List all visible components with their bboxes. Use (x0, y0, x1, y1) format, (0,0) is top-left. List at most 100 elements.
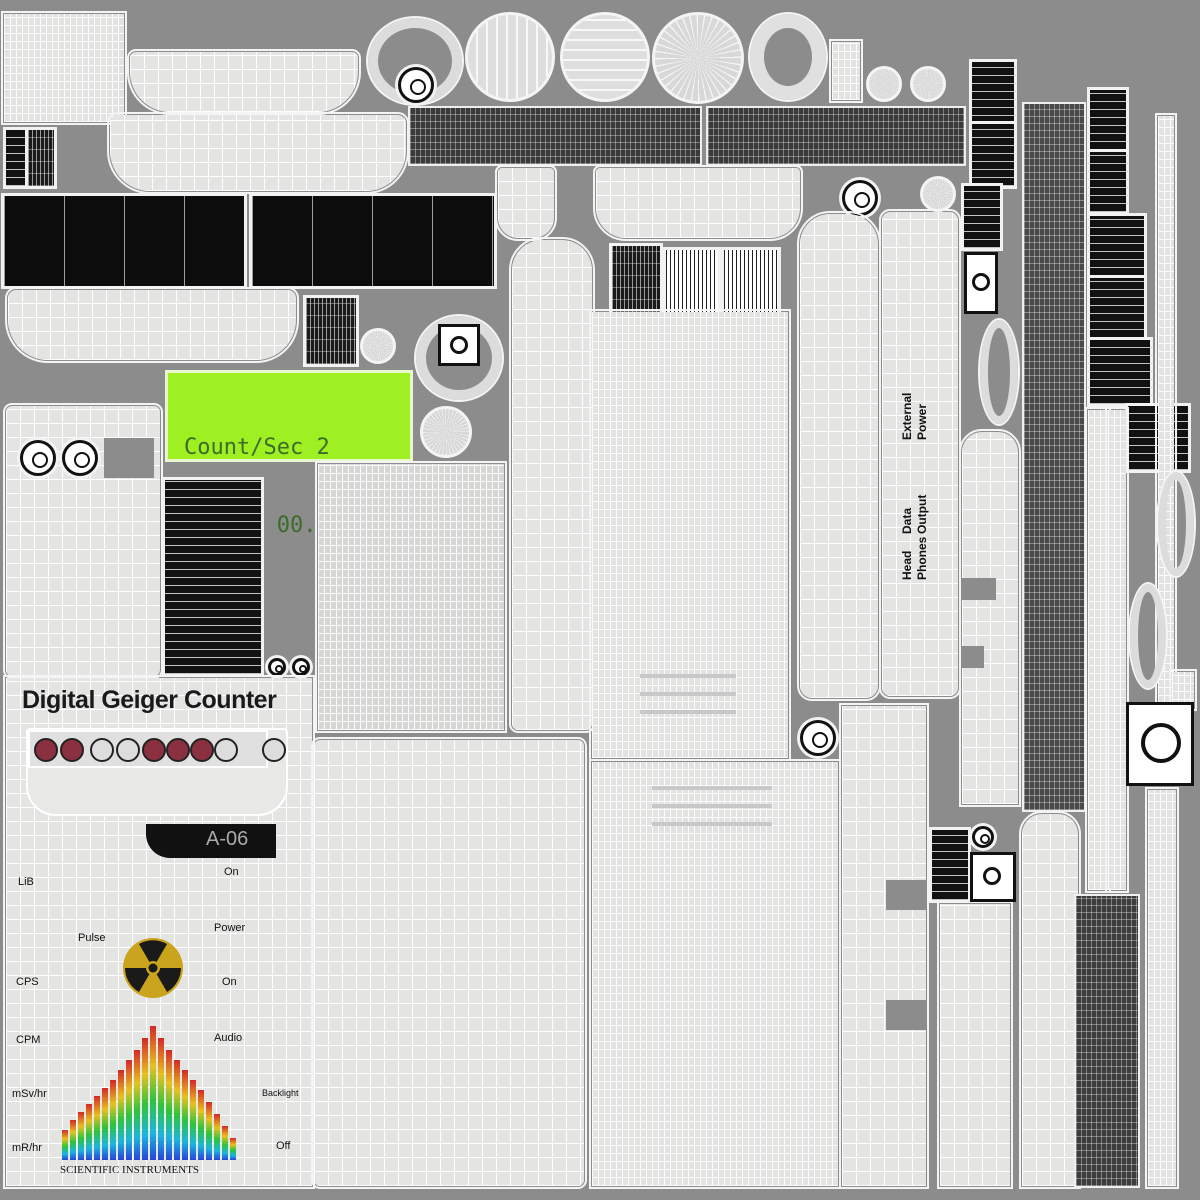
uv-dark-cell-10 (929, 827, 971, 903)
uv-socket-3 (970, 852, 1016, 902)
uv-sphere-1 (465, 12, 555, 102)
panel-footer: SCIENTIFIC INSTRUMENTS (60, 1164, 200, 1176)
uv-disc-2 (866, 66, 902, 102)
hex-nut-icon-5 (268, 658, 286, 676)
uv-slot-lines (640, 672, 736, 728)
uv-disc-6 (920, 176, 956, 212)
uv-grid-center (315, 461, 507, 733)
uv-oval-3 (1128, 582, 1168, 690)
hex-nut-icon-2 (842, 180, 878, 216)
hex-nut-icon (398, 67, 434, 103)
uv-disc-3 (910, 66, 946, 102)
radiation-hazard-icon (118, 936, 188, 1000)
hex-nut-icon-3 (20, 440, 56, 476)
uv-bracket-mid (414, 314, 504, 402)
label-phones: Phones (915, 536, 929, 580)
label-audio: Audio (214, 1032, 243, 1044)
model-label: A-06 (206, 828, 249, 850)
uv-button-2 (663, 247, 721, 315)
uv-side-shell (797, 211, 881, 701)
label-mr: mR/hr (12, 1142, 42, 1154)
uv-connector-panel (879, 209, 961, 699)
uv-slot-lines-2 (652, 784, 772, 840)
label-pulse: Pulse (78, 932, 106, 944)
uv-ring-1 (748, 12, 828, 102)
uv-notch-3 (962, 578, 996, 600)
uv-tall-shell (509, 237, 595, 733)
panel-title: Digital Geiger Counter (22, 686, 277, 714)
uv-strip-small (829, 39, 863, 103)
hex-nut-icon-6 (292, 658, 310, 676)
uv-cutout (104, 438, 154, 478)
label-cps: CPS (16, 976, 39, 988)
label-backlight: Backlight (262, 1088, 299, 1098)
uv-thin-strip-2 (1105, 407, 1129, 893)
uv-strip-right-2 (937, 901, 1013, 1189)
uv-disc-4 (360, 328, 396, 364)
uv-hex-socket-large (1126, 702, 1194, 786)
label-output: Output (915, 494, 929, 534)
uv-oval-2 (1156, 470, 1196, 578)
uv-dark-cell-8 (1087, 337, 1153, 407)
label-msv: mSv/hr (12, 1088, 47, 1100)
uv-shell-top (127, 49, 361, 115)
uv-dark-square (303, 295, 359, 367)
uv-dark-cell-2 (969, 121, 1017, 189)
label-headphones: Head Phones (900, 537, 930, 580)
uv-shell-mid (5, 287, 299, 363)
uv-disc-5 (420, 406, 472, 458)
label-on-1: On (224, 866, 239, 878)
uv-black-panel-1 (1, 193, 247, 289)
uv-lower-panel (589, 759, 841, 1189)
uv-strip-right-1 (959, 429, 1021, 807)
uv-notch-1 (886, 880, 926, 910)
label-lib: LiB (18, 876, 34, 888)
label-external: External (900, 392, 914, 440)
label-cpm: CPM (16, 1034, 41, 1046)
lcd-display: Count/Sec 2 mR/hr 00.125 (165, 370, 413, 538)
uv-dark-cell-3 (961, 183, 1003, 251)
uv-grid-top-left (1, 11, 127, 125)
uv-dark-cell-4 (1087, 87, 1129, 153)
uv-big-panel (311, 737, 587, 1189)
uv-thin-strip-4 (1145, 787, 1179, 1189)
uv-notch-2 (886, 1000, 926, 1030)
uv-strip-right-3 (1019, 811, 1081, 1189)
uv-small-dark-block (3, 127, 31, 189)
uv-side-shell-2 (839, 703, 929, 1189)
label-power-side: Power (915, 403, 929, 440)
uv-disc-1 (652, 12, 744, 104)
uv-dark-column-1 (1022, 102, 1086, 812)
uv-oval-1 (978, 318, 1020, 426)
uv-socket-2 (964, 252, 998, 314)
uv-vent-grille (162, 477, 264, 677)
uv-button-1 (609, 243, 663, 315)
model-badge: A-06 (146, 824, 276, 858)
label-power: Power (214, 922, 246, 934)
label-off: Off (276, 1140, 291, 1152)
uv-sphere-2 (560, 12, 650, 102)
uv-button-3 (721, 247, 781, 315)
uv-dark-column-2 (1074, 894, 1140, 1188)
uv-dark-cell-6 (1087, 213, 1147, 279)
label-on-2: On (222, 976, 237, 988)
label-head: Head (900, 550, 914, 580)
uv-dark-bar-1 (408, 106, 702, 166)
uv-small-strip (1169, 669, 1197, 711)
lcd-line-1: Count/Sec 2 (184, 435, 330, 460)
hex-nut-icon-7 (800, 720, 836, 756)
spectrum-bars-graphic (60, 1020, 242, 1160)
label-data: Data (900, 507, 914, 534)
hex-nut-icon-8 (972, 826, 994, 848)
label-external-power: External Power (900, 393, 930, 440)
uv-thin-strip-1 (1085, 407, 1111, 893)
uv-notch-4 (962, 646, 984, 668)
uv-shell-cap-2 (593, 165, 803, 241)
uv-black-panel-2 (249, 193, 497, 289)
uv-shell-cap (495, 165, 557, 241)
label-data-output: Data Output (900, 495, 930, 534)
uv-dark-bar-2 (706, 106, 966, 166)
uv-shell-top-2 (107, 112, 409, 194)
uv-dark-cell-1 (969, 59, 1017, 127)
uv-socket-square (438, 324, 480, 366)
